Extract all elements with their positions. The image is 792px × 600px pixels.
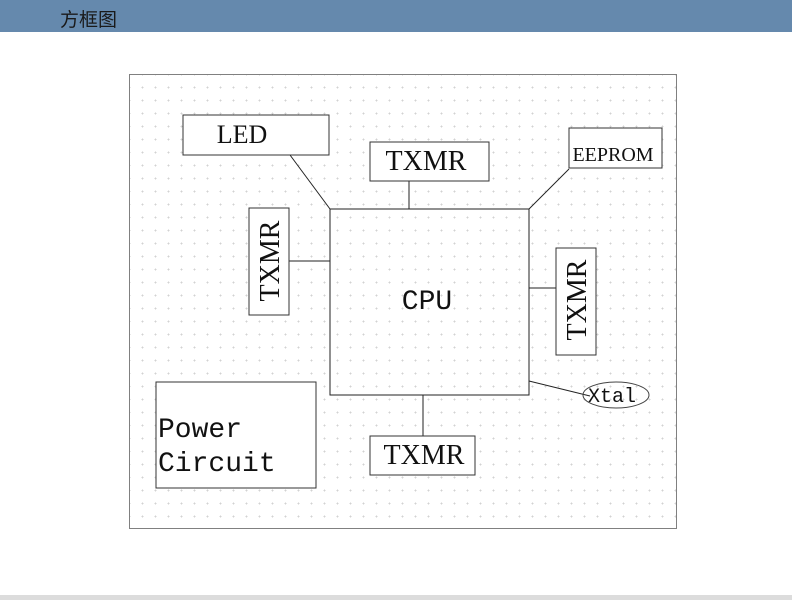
txmr-top-block: TXMR bbox=[369, 141, 490, 182]
led-block: LED bbox=[182, 114, 330, 156]
txmr-left-block: TXMR bbox=[248, 207, 290, 316]
txmr-right-label: TXMR bbox=[562, 259, 593, 340]
led-label: LED bbox=[217, 120, 268, 149]
cpu-block: CPU bbox=[329, 208, 530, 396]
cpu-label: CPU bbox=[402, 287, 452, 318]
connector-led-cpu bbox=[289, 154, 331, 210]
xtal-label: Xtal bbox=[588, 386, 636, 409]
xtal-block: Xtal bbox=[582, 381, 650, 409]
txmr-bottom-block: TXMR bbox=[369, 435, 476, 476]
eeprom-label: EEPROM bbox=[572, 144, 653, 166]
txmr-top-label: TXMR bbox=[386, 146, 467, 177]
power-circuit-block: Power Circuit bbox=[155, 381, 317, 489]
power-label-line2: Circuit bbox=[158, 449, 276, 480]
power-label-line1: Power bbox=[158, 415, 242, 446]
connector-xtal-cpu bbox=[528, 380, 591, 397]
footer-bar bbox=[0, 595, 792, 600]
eeprom-block: EEPROM bbox=[568, 127, 663, 169]
connector-eeprom-cpu bbox=[528, 168, 570, 210]
slide-title: 方框图 bbox=[60, 9, 118, 31]
txmr-right-block: TXMR bbox=[555, 247, 597, 356]
slide-header: 方框图 bbox=[0, 0, 792, 32]
txmr-bottom-label: TXMR bbox=[384, 440, 465, 471]
txmr-left-label: TXMR bbox=[255, 220, 286, 301]
